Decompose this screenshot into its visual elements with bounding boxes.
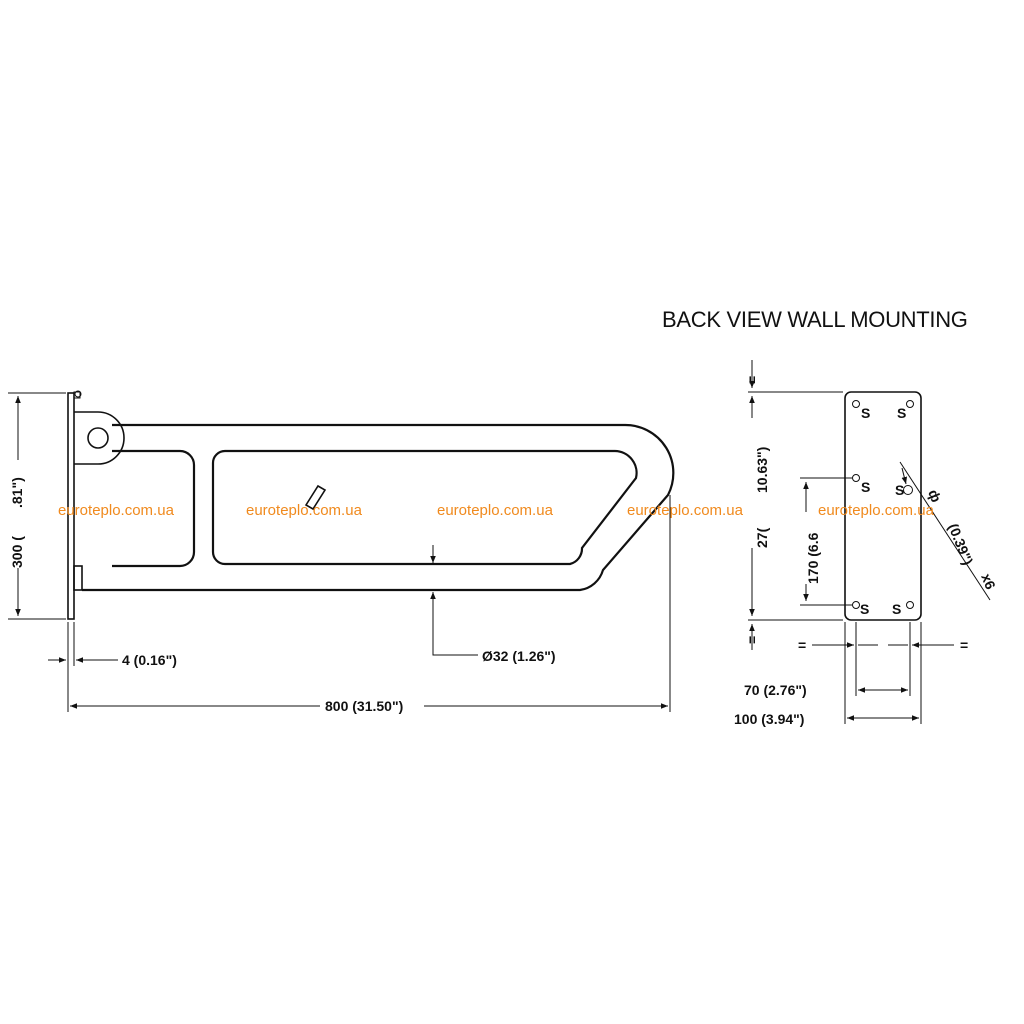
- dim-hole-spacing-horizontal: 70 (2.76"): [744, 682, 807, 698]
- bar-inner-tube: [211, 449, 638, 566]
- watermark-row: euroteplo.com.ua euroteplo.com.ua eurote…: [58, 502, 935, 519]
- watermark-4: euroteplo.com.ua: [627, 502, 744, 519]
- back-view: BACK VIEW WALL MOUNTING S S S S S S: [662, 307, 999, 727]
- dim-hole-diameter-symbol: ф: [925, 487, 944, 504]
- plate-screw-knob: [74, 390, 82, 398]
- dim-plate-height: 27(: [754, 527, 770, 548]
- dim-tube-diameter: Ø32 (1.26"): [482, 648, 556, 664]
- dim-height-total: 300 (: [9, 536, 25, 568]
- equal-mark-right: =: [960, 637, 968, 653]
- hinge-pivot-hole: [87, 427, 109, 449]
- svg-text:S: S: [892, 601, 901, 617]
- dim-hole-count: x6: [978, 571, 999, 592]
- side-view: 300 ( .81") 4 (0.16") Ø32 (1.26") 800 (3…: [8, 390, 675, 716]
- latch-pin: [304, 484, 327, 511]
- wall-plate: [67, 392, 75, 620]
- dim-hole-diameter: (0.39"): [945, 521, 976, 567]
- watermark-5: euroteplo.com.ua: [818, 502, 935, 519]
- dim-height-total-tail: .81"): [9, 477, 25, 508]
- dim-plate-thickness: 4 (0.16"): [122, 652, 177, 668]
- equal-mark-bottom: =: [744, 636, 760, 644]
- dim-plate-height-tail: 10.63"): [754, 447, 770, 493]
- svg-text:S: S: [895, 482, 904, 498]
- back-view-title: BACK VIEW WALL MOUNTING: [662, 307, 968, 332]
- watermark-1: euroteplo.com.ua: [58, 502, 175, 519]
- equal-mark-left: =: [798, 637, 806, 653]
- hole-row-top: S S: [852, 400, 914, 421]
- dim-hole-spacing-vertical: 170 (6.6: [805, 532, 821, 584]
- equal-mark-top: =: [744, 376, 760, 384]
- svg-text:S: S: [860, 601, 869, 617]
- hinge-bracket: [74, 411, 125, 465]
- bar-outer-tube: [82, 423, 675, 592]
- bottom-support: [73, 565, 83, 591]
- svg-text:S: S: [861, 479, 870, 495]
- watermark-2: euroteplo.com.ua: [246, 502, 363, 519]
- hole-row-middle: S S: [852, 474, 913, 498]
- svg-text:S: S: [897, 405, 906, 421]
- svg-text:S: S: [861, 405, 870, 421]
- hole-row-bottom: S S: [852, 601, 914, 617]
- watermark-3: euroteplo.com.ua: [437, 502, 554, 519]
- mounting-plate: [844, 391, 922, 621]
- dim-length-total: 800 (31.50"): [325, 698, 403, 714]
- bar-end-loop: [112, 449, 196, 568]
- dim-plate-width: 100 (3.94"): [734, 711, 804, 727]
